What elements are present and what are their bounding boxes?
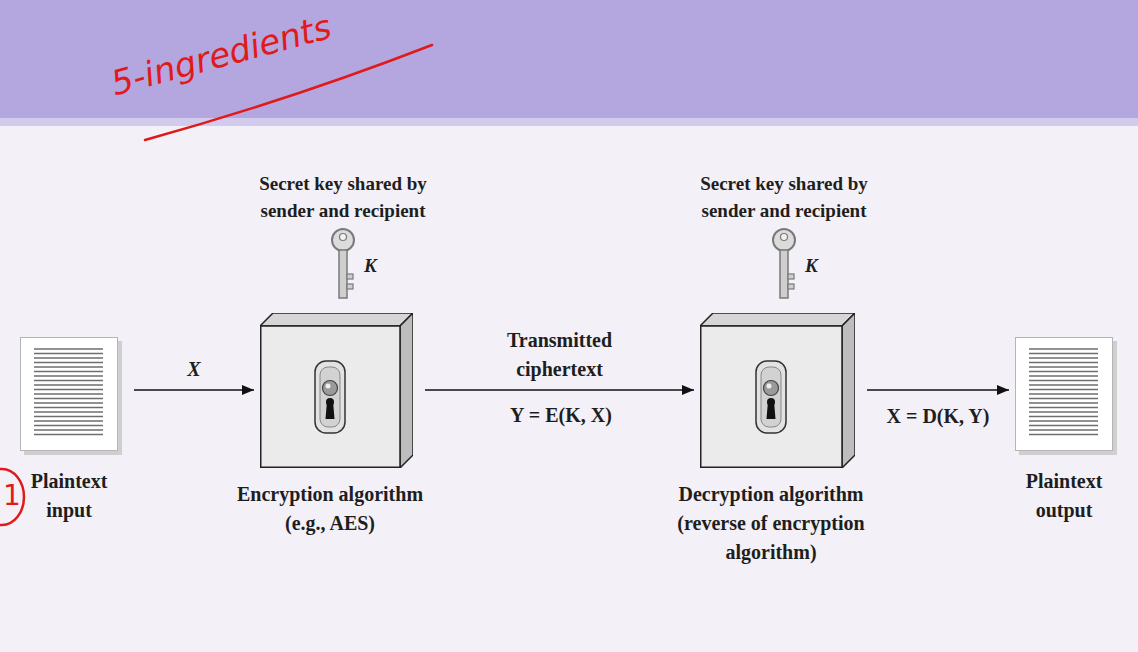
lock-icon [756, 361, 786, 433]
lock-icon [315, 361, 345, 433]
algorithm-box: Decryption algorithm (reverse of encrypt… [700, 313, 855, 468]
arrow-connector [867, 389, 1009, 391]
key-label: Secret key shared by sender and recipien… [673, 170, 895, 224]
box-outline [700, 313, 855, 468]
algorithm-box: Encryption algorithm (e.g., AES) [260, 313, 413, 468]
document-outline [20, 337, 122, 455]
arrow-connector [425, 389, 694, 391]
document-icon: Plaintext output [1015, 337, 1117, 455]
box-outline [260, 313, 413, 468]
handwritten-note: 5-ingredients [107, 6, 336, 103]
node-label: Decryption algorithm (reverse of encrypt… [656, 480, 886, 567]
node-label: Plaintext output [1009, 467, 1119, 525]
key-label: Secret key shared by sender and recipien… [232, 170, 454, 224]
key-symbol: K [805, 252, 829, 279]
node-label: Plaintext input [14, 467, 124, 525]
connector-label: X = D(K, Y) [853, 402, 1023, 431]
connector-label: X [164, 355, 224, 384]
key-icon [332, 229, 354, 298]
handwritten-circle [0, 469, 24, 525]
document-icon: Plaintext input [20, 337, 122, 455]
header-band [0, 118, 1138, 126]
key-symbol: K [364, 252, 388, 279]
formula-label: Y = E(K, X) [481, 402, 641, 429]
callout-number: 1 [3, 478, 23, 514]
key-icon [773, 229, 795, 298]
arrow-connector [134, 389, 254, 391]
node-label: Encryption algorithm (e.g., AES) [215, 480, 445, 538]
connector-label: Transmitted ciphertext [485, 326, 635, 384]
document-outline [1015, 337, 1117, 455]
